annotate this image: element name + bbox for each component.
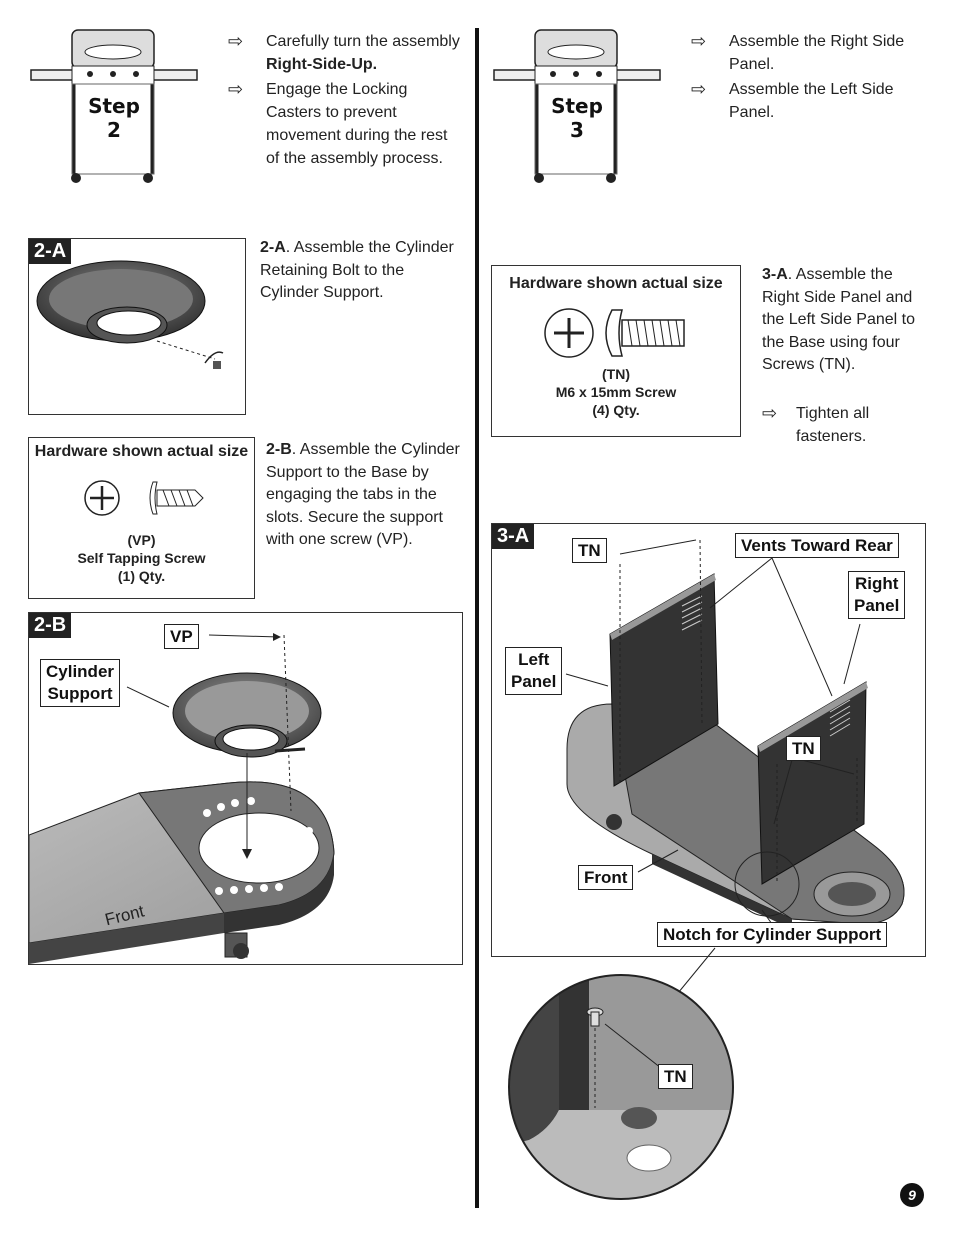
figure-2b: 2-B [28,612,463,965]
base-assembly-drawing [29,633,335,964]
hardware-name: Self Tapping Screw [77,550,206,566]
machine-screw-icon [544,308,685,358]
step3-bullet-2: ⇨ Assemble the Left Side Panel. [691,79,894,121]
grill-step2-illustration [30,29,198,183]
figure-2a: 2-A [28,238,246,415]
figure-3a: 3-A TN Vents Toward Rear [491,523,926,957]
label-vents-toward-rear: Vents Toward Rear [735,533,899,558]
column-divider [475,28,479,1208]
hardware-box-2b: Hardware shown actual size (VP) Self Tap… [28,437,255,599]
label-tn-top: TN [572,538,607,563]
cylinder-support-drawing [36,260,224,369]
step2-bullet-2: ⇨ Engage the Locking Casters to prevent … [228,79,448,167]
step2-bullet-1: ⇨ Carefully turn the assembly Right-Side… [228,31,460,73]
figure-tag: 2-A [29,239,72,264]
label-notch-cylinder-support: Notch for Cylinder Support [657,922,888,947]
hardware-qty: (1) Qty. [117,568,166,584]
label-vp: VP [164,624,199,649]
page-number: 9 [900,1183,924,1207]
hardware-qty: (4) Qty. [592,402,640,418]
hardware-title: Hardware shown actual size [509,275,723,292]
hardware-name: M6 x 15mm Screw [555,384,677,400]
text-2a: 2-A. Assemble the Cylinder Retaining Bol… [260,239,454,301]
arrow-right-icon: ⇨ [228,31,244,51]
label-tn-detail: TN [658,1064,693,1089]
arrow-right-icon: ⇨ [691,79,707,99]
grill-step3-illustration [493,29,661,183]
text-3a: 3-A. Assemble the Right Side Panel and t… [762,266,915,373]
hardware-code: (TN) [602,366,630,382]
arrow-right-icon: ⇨ [691,31,707,51]
figure-tag: 3-A [492,524,535,549]
label-front: Front [578,865,634,890]
figure-tag: 2-B [29,613,72,638]
label-tn-right: TN [786,736,821,761]
arrow-right-icon: ⇨ [762,403,778,423]
self-tapping-screw-icon [84,480,204,516]
hardware-title: Hardware shown actual size [34,443,249,460]
side-panel-assembly-drawing [565,539,905,939]
arrow-right-icon: ⇨ [228,79,244,99]
text-2b: 2-B. Assemble the Cylinder Support to th… [266,441,460,548]
hardware-code: (VP) [127,532,156,548]
step3-bullet-1: ⇨ Assemble the Right Side Panel. [691,31,905,73]
text-3a-bullet: ⇨ Tighten all fasteners. [762,403,870,445]
hardware-box-3a: Hardware shown actual size (TN) M6 x 15m… [491,265,741,437]
notch-detail-magnified [508,947,734,1200]
